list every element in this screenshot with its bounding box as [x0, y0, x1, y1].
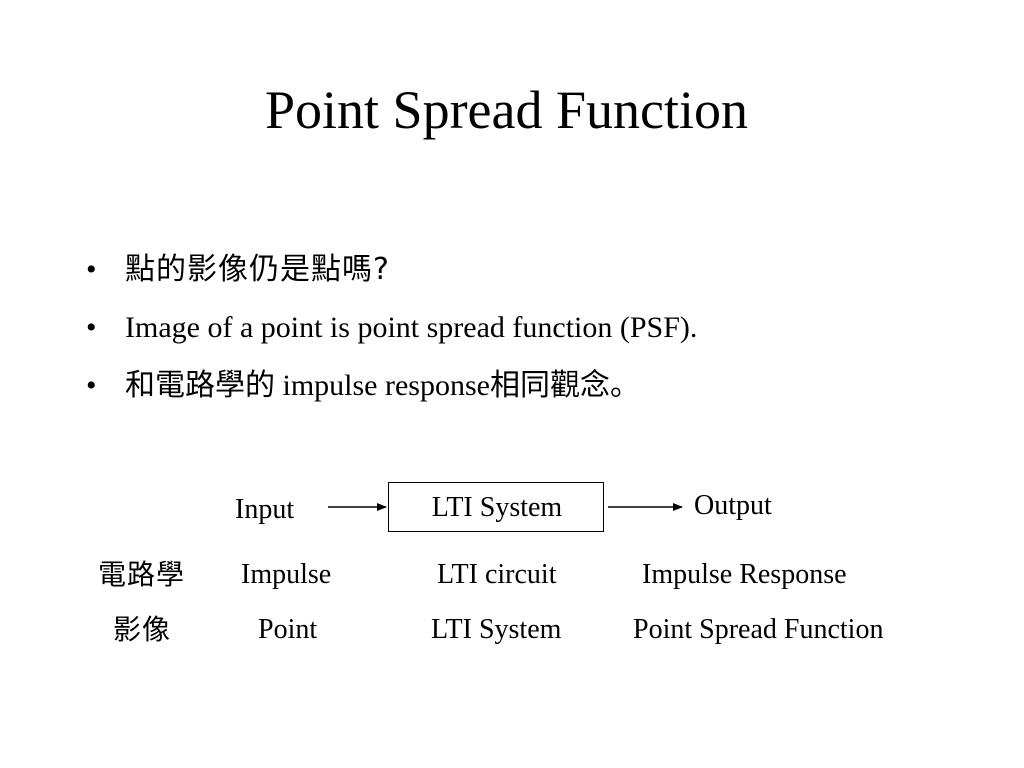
input-label: Input — [235, 494, 295, 525]
lti-system-label: LTI System — [431, 492, 563, 523]
row-output: Point Spread Function — [633, 614, 884, 645]
bullet-marker: • — [86, 369, 97, 402]
bullet-text: Image of a point is point spread functio… — [125, 311, 698, 344]
output-label: Output — [694, 490, 772, 521]
row-output: Impulse Response — [642, 559, 847, 590]
row-domain: 電路學 — [98, 558, 186, 591]
slide-title: Point Spread Function — [265, 80, 748, 140]
bullet-text: 和電路學的 impulse response相同觀念。 — [125, 369, 640, 402]
row-input: Impulse — [241, 559, 332, 590]
row-system: LTI circuit — [437, 559, 557, 590]
bullet-marker: • — [86, 253, 97, 286]
bullet-text: 點的影像仍是點嗎? — [125, 252, 390, 287]
row-system: LTI System — [431, 614, 562, 645]
row-domain: 影像 — [113, 613, 172, 646]
bullet-marker: • — [86, 311, 97, 344]
row-input: Point — [258, 614, 318, 645]
lti-system-box: LTI System — [388, 482, 604, 532]
